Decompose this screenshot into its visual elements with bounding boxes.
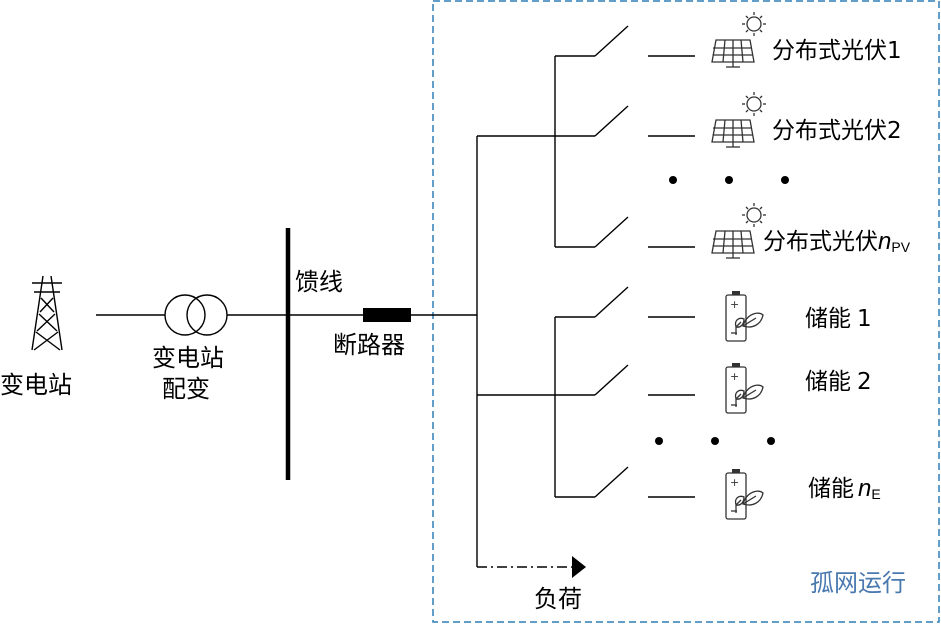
- load-label: 负荷: [534, 585, 582, 613]
- storage-ellipsis: [655, 437, 775, 445]
- watermark: 孤网运行: [810, 569, 906, 597]
- pv-label-1: 分布式光伏1: [772, 38, 902, 64]
- breaker-label: 断路器: [333, 331, 405, 359]
- circuit-breaker: [363, 308, 411, 322]
- pv-label-n: 分布式光伏nPV: [763, 228, 911, 255]
- pv-label-2: 分布式光伏2: [772, 118, 902, 144]
- solar-panel-icon: [711, 11, 767, 68]
- solar-panel-icon: [711, 202, 767, 259]
- load-arrow-icon: [572, 556, 586, 578]
- battery-leaf-icon: [725, 468, 764, 520]
- battery-leaf-icon: [725, 290, 764, 342]
- battery-leaf-icon: [725, 362, 764, 414]
- feeder-label: 馈线: [295, 268, 343, 296]
- transformer-label-line1: 变电站: [152, 344, 224, 372]
- microgrid-boundary: [432, 0, 940, 623]
- transmission-tower-icon: [31, 275, 63, 351]
- solar-panel-icon: [711, 91, 767, 148]
- pv-ellipsis: [669, 176, 789, 184]
- transformer-label-line2: 配变: [162, 375, 210, 403]
- substation-label: 变电站: [0, 371, 72, 399]
- transformer-icon: [164, 294, 228, 336]
